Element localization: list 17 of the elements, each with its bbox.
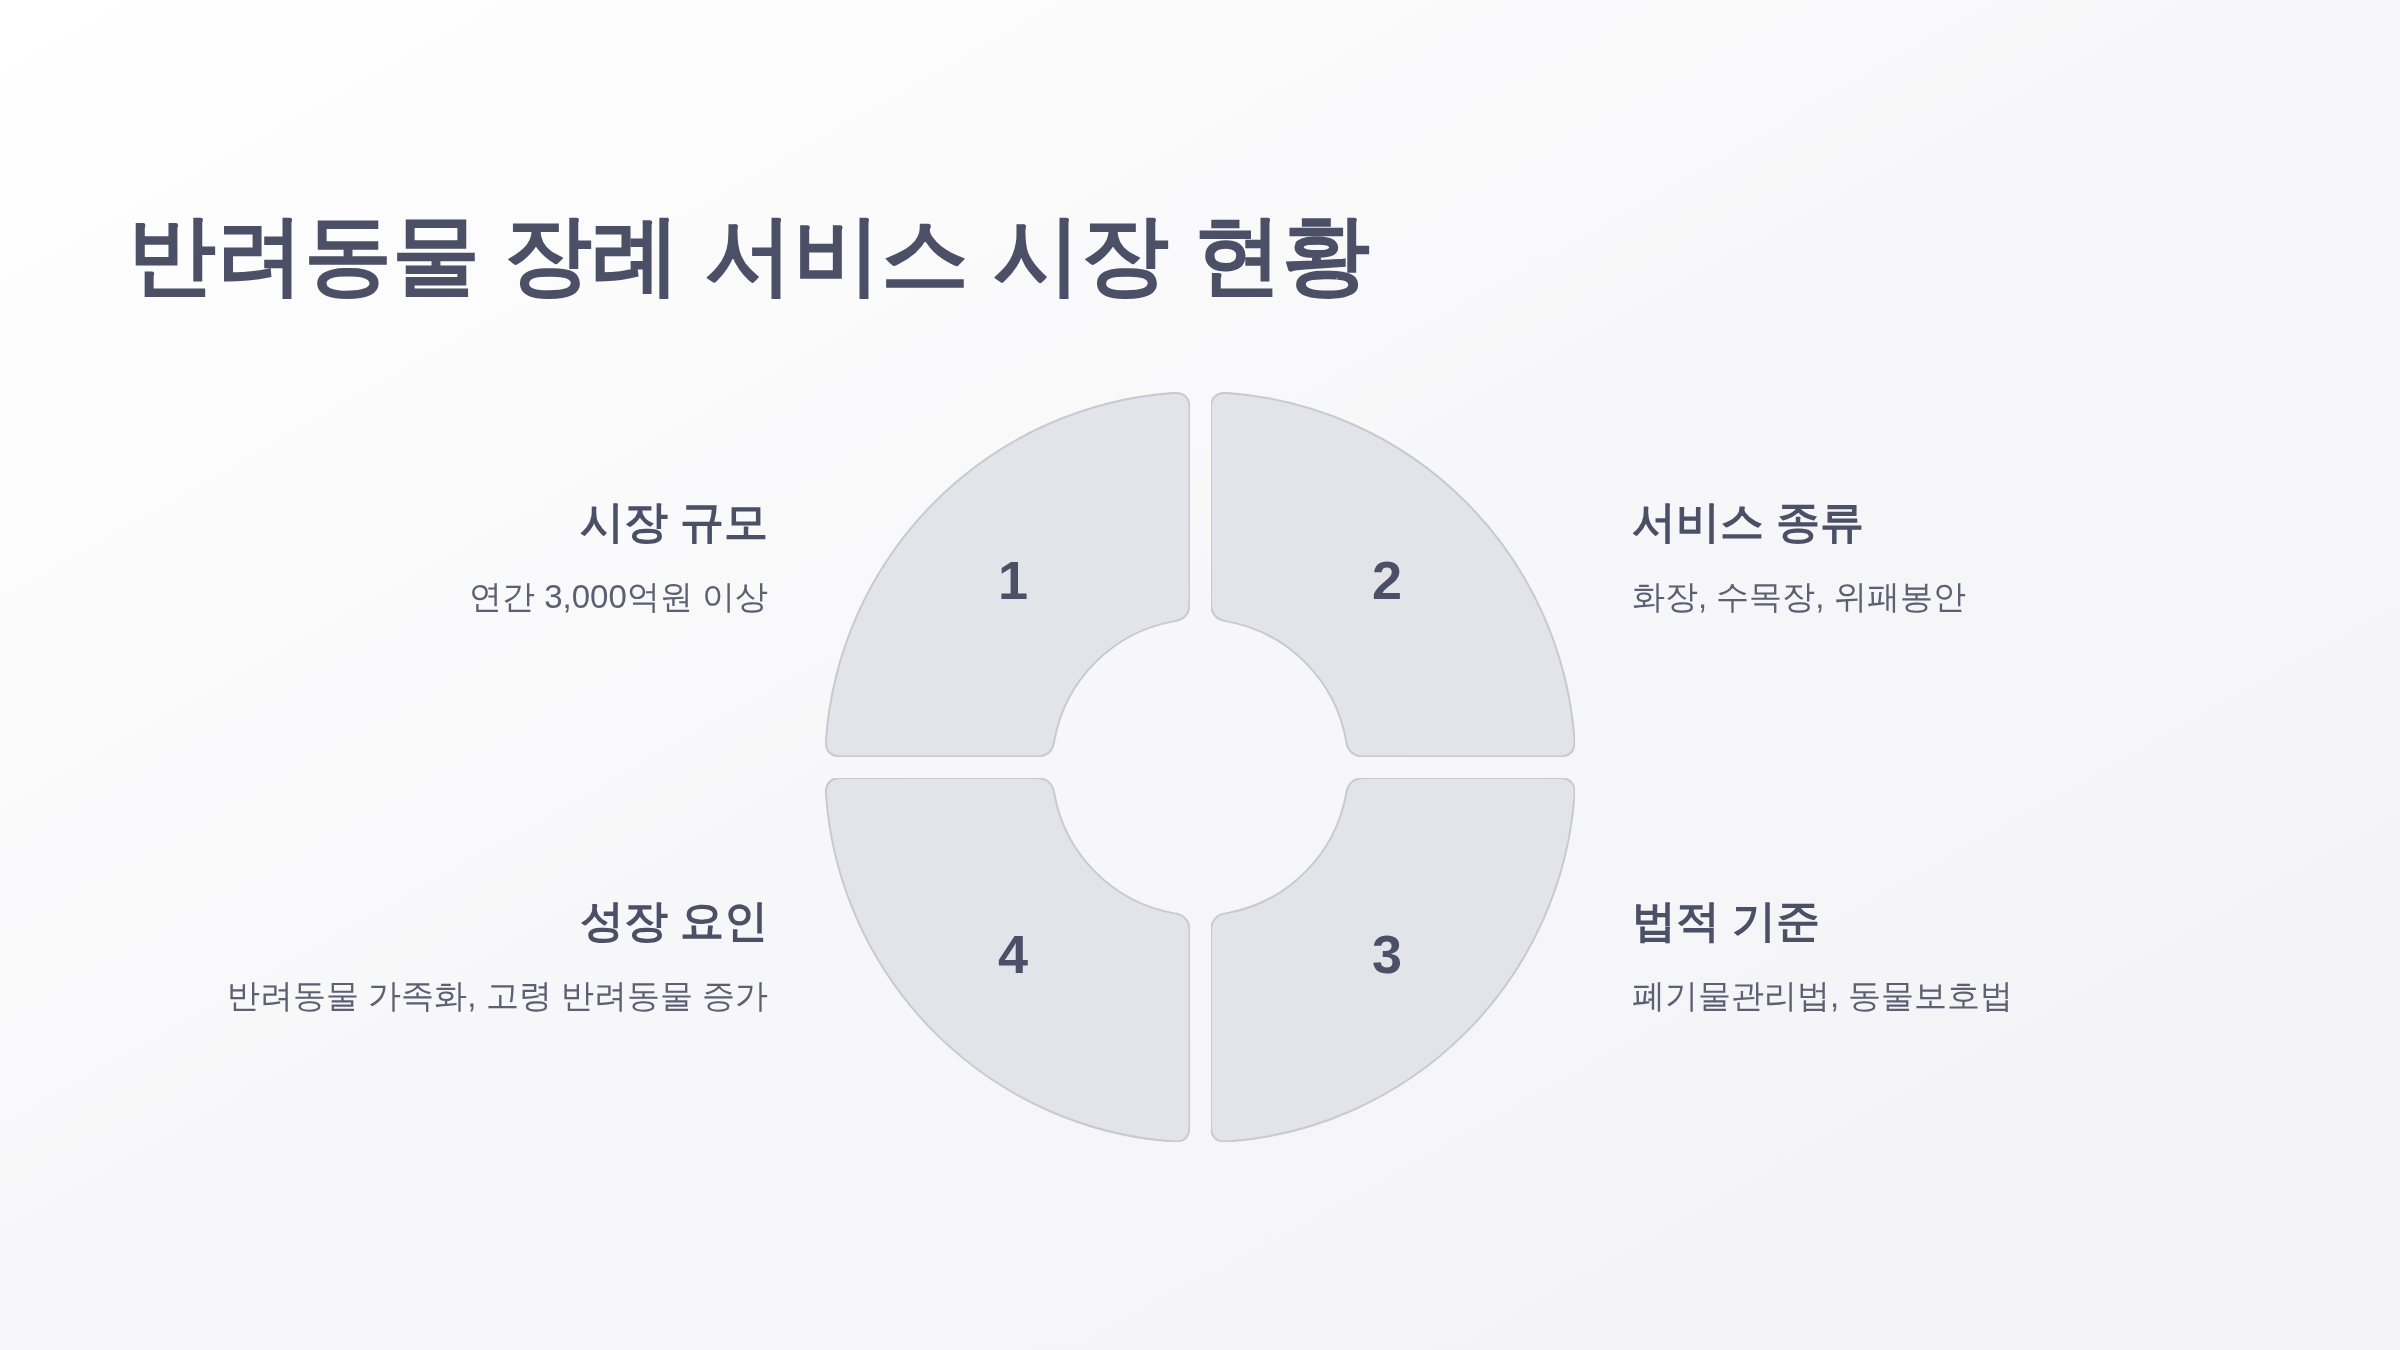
ring-segment: [1210, 777, 1575, 1142]
item-description: 폐기물관리법, 동물보호법: [1632, 979, 2014, 1012]
segment-number: 3: [1372, 927, 1402, 981]
title: 반려동물 장례 서비스 시장 현황: [128, 204, 1370, 306]
item-description: 연간 3,000억원 이상: [469, 580, 768, 613]
item-description: 화장, 수목장, 위패봉안: [1632, 580, 1966, 613]
ring-segment: [825, 777, 1190, 1142]
item-heading: 성장 요인: [579, 899, 768, 943]
item-heading: 법적 기준: [1632, 899, 1821, 943]
segment-number: 2: [1372, 553, 1402, 607]
item-heading: 서비스 종류: [1632, 500, 1865, 544]
segment-number: 4: [998, 927, 1028, 981]
segment-number: 1: [998, 553, 1028, 607]
ring-segment: [825, 392, 1190, 757]
ring-segment: [1210, 392, 1575, 757]
item-description: 반려동물 가족화, 고령 반려동물 증가: [227, 979, 768, 1012]
item-heading: 시장 규모: [579, 500, 768, 544]
